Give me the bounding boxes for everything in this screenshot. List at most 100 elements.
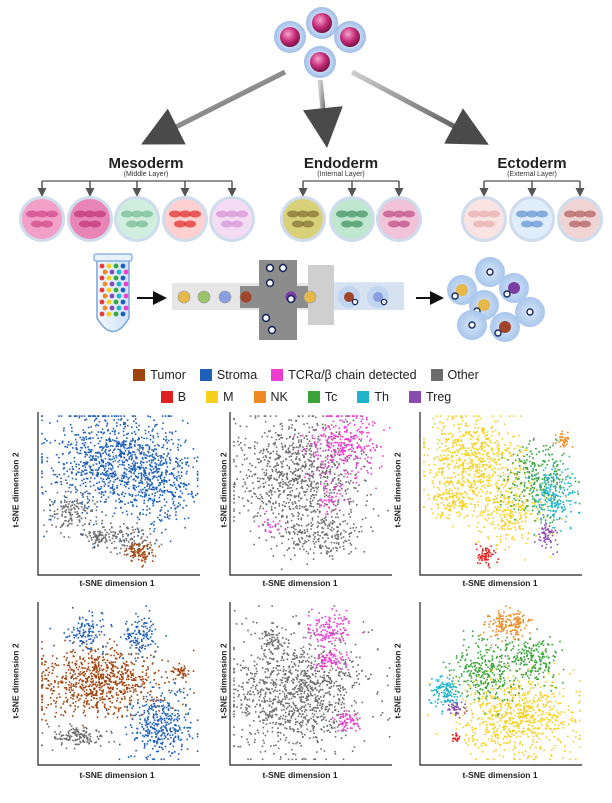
scatter-point	[61, 515, 63, 517]
scatter-point	[509, 520, 511, 522]
scatter-point	[137, 439, 139, 441]
scatter-point	[321, 463, 323, 466]
scatter-point	[551, 468, 553, 471]
scatter-point	[473, 492, 475, 495]
scatter-point	[90, 441, 92, 444]
scatter-point	[536, 517, 539, 520]
scatter-point	[109, 432, 111, 435]
scatter-point	[516, 453, 519, 456]
scatter-point	[295, 446, 298, 448]
scatter-point	[104, 529, 106, 531]
scatter-point	[318, 545, 321, 548]
scatter-point	[333, 509, 336, 511]
scatter-point	[528, 443, 531, 445]
scatter-point	[514, 511, 517, 514]
scatter-point	[118, 540, 121, 543]
scatter-point	[453, 441, 455, 444]
scatter-point	[267, 430, 270, 433]
scatter-point	[547, 538, 549, 541]
scatter-point	[124, 425, 126, 428]
scatter-point	[477, 504, 479, 507]
scatter-point	[100, 540, 102, 543]
scatter-point	[125, 532, 128, 535]
scatter-point	[546, 515, 548, 518]
scatter-point	[512, 435, 514, 438]
scatter-point	[87, 461, 89, 464]
tube-cell-dot	[99, 287, 105, 293]
scatter-point	[354, 474, 357, 476]
scatter-point	[146, 477, 148, 479]
scatter-point	[297, 496, 300, 498]
scatter-point	[326, 553, 328, 555]
scatter-point	[552, 478, 555, 480]
scatter-point	[327, 537, 329, 539]
scatter-point	[539, 485, 541, 487]
scatter-point	[529, 492, 532, 495]
scatter-point	[437, 486, 439, 489]
scatter-point	[314, 441, 316, 443]
scatter-point	[342, 453, 345, 456]
scatter-point	[323, 489, 325, 492]
scatter-point	[173, 483, 176, 486]
scatter-point	[365, 504, 367, 507]
scatter-point	[272, 512, 275, 514]
scatter-point	[513, 494, 515, 497]
scatter-point	[294, 544, 297, 546]
scatter-point	[477, 452, 480, 454]
scatter-point	[467, 425, 469, 427]
scatter-point	[96, 473, 99, 475]
scatter-point	[116, 493, 119, 495]
scatter-point	[96, 501, 98, 503]
scatter-point	[507, 491, 509, 493]
scatter-point	[64, 499, 66, 502]
scatter-point	[132, 529, 134, 531]
scatter-point	[156, 432, 159, 435]
scatter-point	[524, 559, 526, 561]
scatter-point	[274, 524, 277, 527]
scatter-point	[309, 484, 312, 486]
scatter-point	[529, 450, 532, 453]
scatter-point	[481, 491, 484, 493]
scatter-point	[330, 455, 332, 457]
scatter-point	[504, 528, 506, 531]
scatter-point	[520, 450, 523, 453]
scatter-point	[347, 473, 350, 475]
scatter-point	[483, 427, 485, 430]
scatter-point	[266, 518, 269, 521]
scatter-point	[496, 439, 498, 442]
scatter-point	[134, 445, 136, 447]
scatter-point	[516, 445, 519, 447]
scatter-point	[565, 494, 567, 497]
scatter-point	[496, 482, 498, 484]
scatter-point	[471, 446, 474, 448]
scatter-point	[59, 526, 62, 528]
scatter-point	[268, 500, 271, 502]
scatter-point	[315, 444, 318, 447]
scatter-point	[516, 478, 519, 480]
scatter-point	[479, 545, 482, 548]
scatter-point	[545, 538, 548, 540]
scatter-point	[105, 453, 108, 455]
scatter-point	[363, 551, 366, 553]
scatter-point	[288, 487, 291, 489]
scatter-point	[329, 415, 332, 417]
scatter-point	[341, 420, 343, 422]
scatter-point	[294, 500, 296, 503]
scatter-point	[83, 439, 85, 441]
scatter-point	[105, 444, 107, 446]
scatter-point	[328, 506, 330, 508]
scatter-point	[121, 463, 123, 466]
scatter-point	[501, 525, 503, 527]
scatter-point	[288, 445, 291, 447]
scatter-point	[77, 502, 79, 505]
scatter-point	[148, 448, 150, 451]
scatter-point	[66, 496, 68, 499]
scatter-point	[513, 497, 516, 500]
scatter-point	[146, 536, 149, 538]
scatter-point	[506, 447, 508, 450]
scatter-point	[278, 470, 280, 473]
cell-texture	[569, 220, 581, 228]
scatter-point	[560, 506, 563, 509]
scatter-point	[286, 526, 289, 529]
scatter-point	[294, 474, 297, 476]
